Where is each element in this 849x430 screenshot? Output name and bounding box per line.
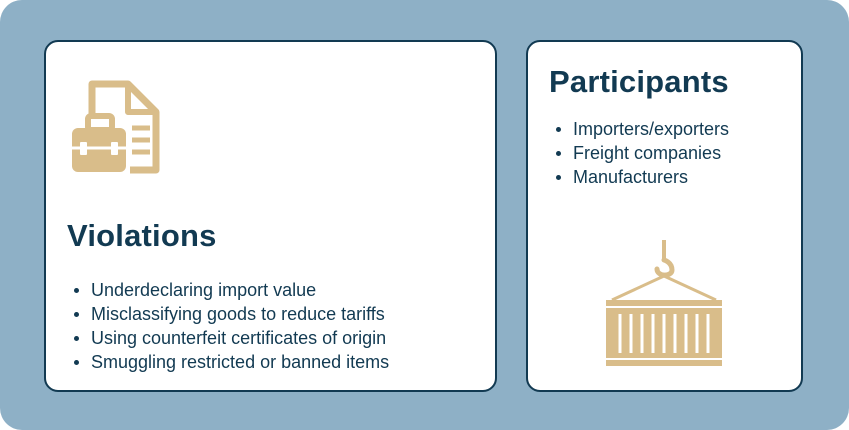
list-item: Misclassifying goods to reduce tariffs	[67, 302, 389, 326]
list-item: Smuggling restricted or banned items	[67, 350, 389, 374]
shipping-container-crane-icon	[606, 240, 722, 366]
participants-title: Participants	[549, 64, 729, 99]
violations-title: Violations	[67, 218, 217, 253]
document-briefcase-icon	[72, 80, 160, 174]
violations-list: Underdeclaring import value Misclassifyi…	[67, 278, 389, 374]
list-item: Manufacturers	[549, 165, 729, 189]
list-item: Using counterfeit certificates of origin	[67, 326, 389, 350]
list-item: Importers/exporters	[549, 117, 729, 141]
participants-list: Importers/exporters Freight companies Ma…	[549, 117, 729, 189]
list-item: Underdeclaring import value	[67, 278, 389, 302]
violations-card: Violations Underdeclaring import value M…	[44, 40, 497, 392]
list-item: Freight companies	[549, 141, 729, 165]
participants-card: Participants Importers/exporters Freight…	[526, 40, 803, 392]
